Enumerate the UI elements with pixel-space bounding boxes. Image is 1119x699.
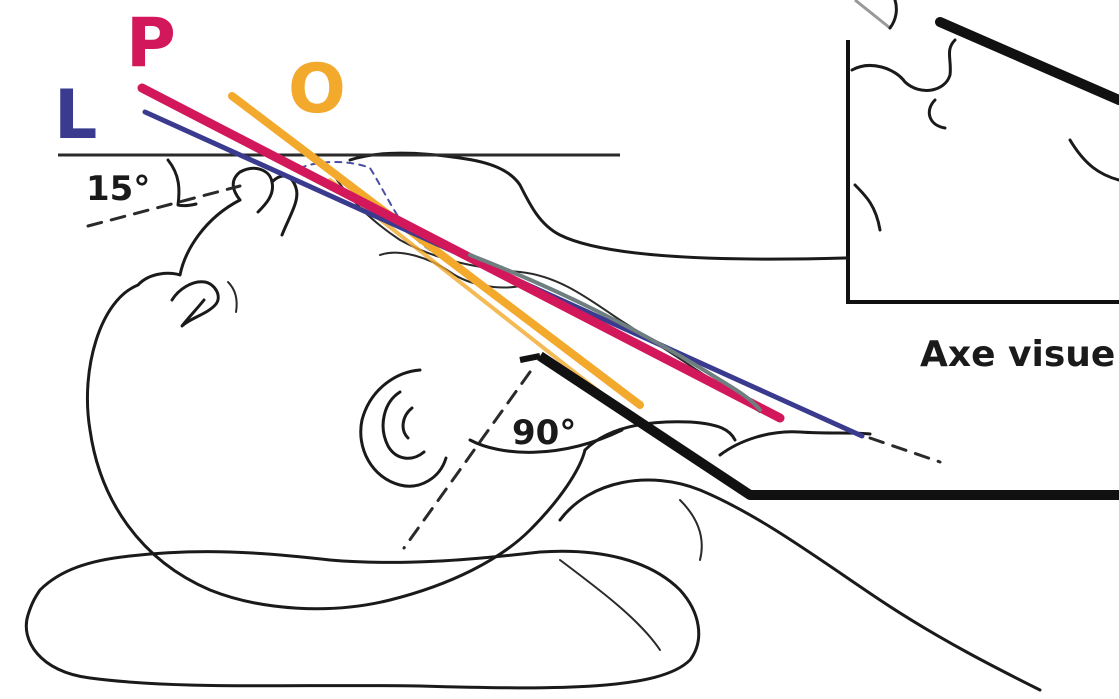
angle-15-label: 15°: [86, 169, 150, 209]
shoulder-outline: [560, 480, 1040, 690]
axis-extension-dashed: [870, 438, 940, 462]
label-L: L: [54, 76, 97, 155]
inset-curve-4: [1070, 140, 1119, 180]
inset-caption: Axe visue: [920, 334, 1115, 375]
label-O: O: [288, 50, 346, 129]
neck-fold: [680, 500, 702, 560]
axis-O-line: [232, 96, 640, 405]
axis-P-line: [142, 88, 780, 418]
inset-grey-line: [855, 0, 890, 28]
pillow-outline: [26, 551, 698, 688]
pillow-crease: [560, 560, 660, 650]
eyebrow: [228, 282, 237, 312]
inset-curve-5: [890, 0, 896, 28]
inset-curve-1: [852, 40, 955, 90]
angle-90-label: 90°: [512, 413, 576, 453]
angle-90-dashed-line: [404, 372, 530, 548]
larynx-outline: [720, 432, 870, 455]
eye-outline: [172, 282, 218, 326]
label-P: P: [126, 4, 176, 83]
inset-scope-line: [940, 22, 1119, 100]
laryngoscope-blade: [540, 356, 1119, 495]
inset-curve-2: [929, 100, 945, 128]
ear-outline: [361, 370, 446, 486]
inset-curve-3: [855, 185, 880, 230]
laryngoscope-handle: [520, 356, 540, 360]
head-outline: [87, 200, 585, 609]
